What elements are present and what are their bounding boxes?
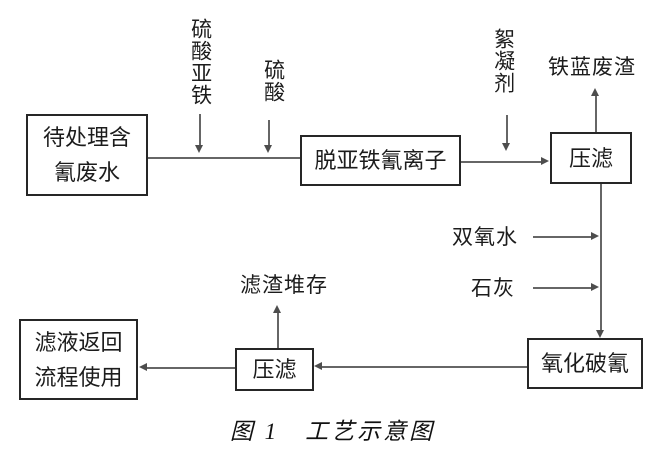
box-oxidation: 氧化破氰 [527, 338, 643, 389]
box-press-filter-top: 压滤 [550, 132, 632, 184]
figure-caption: 图 1 工艺示意图 [229, 419, 436, 444]
box-filtrate-return: 滤液返回 流程使用 [19, 319, 138, 400]
label-hydrogen-peroxide: 双氧水 [452, 225, 518, 249]
label-ferrous-sulfate: 硫酸亚铁 [188, 18, 213, 106]
label-sulfuric-acid: 硫酸 [261, 59, 286, 103]
label-flocculant: 絮凝剂 [491, 28, 516, 94]
box-press-filter-bottom: 压滤 [235, 348, 314, 391]
label-iron-blue-residue: 铁蓝废渣 [548, 55, 636, 79]
label-residue-storage: 滤渣堆存 [240, 273, 328, 297]
box-wastewater: 待处理含 氰废水 [26, 114, 148, 196]
label-lime: 石灰 [471, 276, 515, 300]
box-remove-ferrocyanide: 脱亚铁氰离子 [300, 135, 461, 186]
line-wastewater-to-deferro [148, 157, 300, 159]
